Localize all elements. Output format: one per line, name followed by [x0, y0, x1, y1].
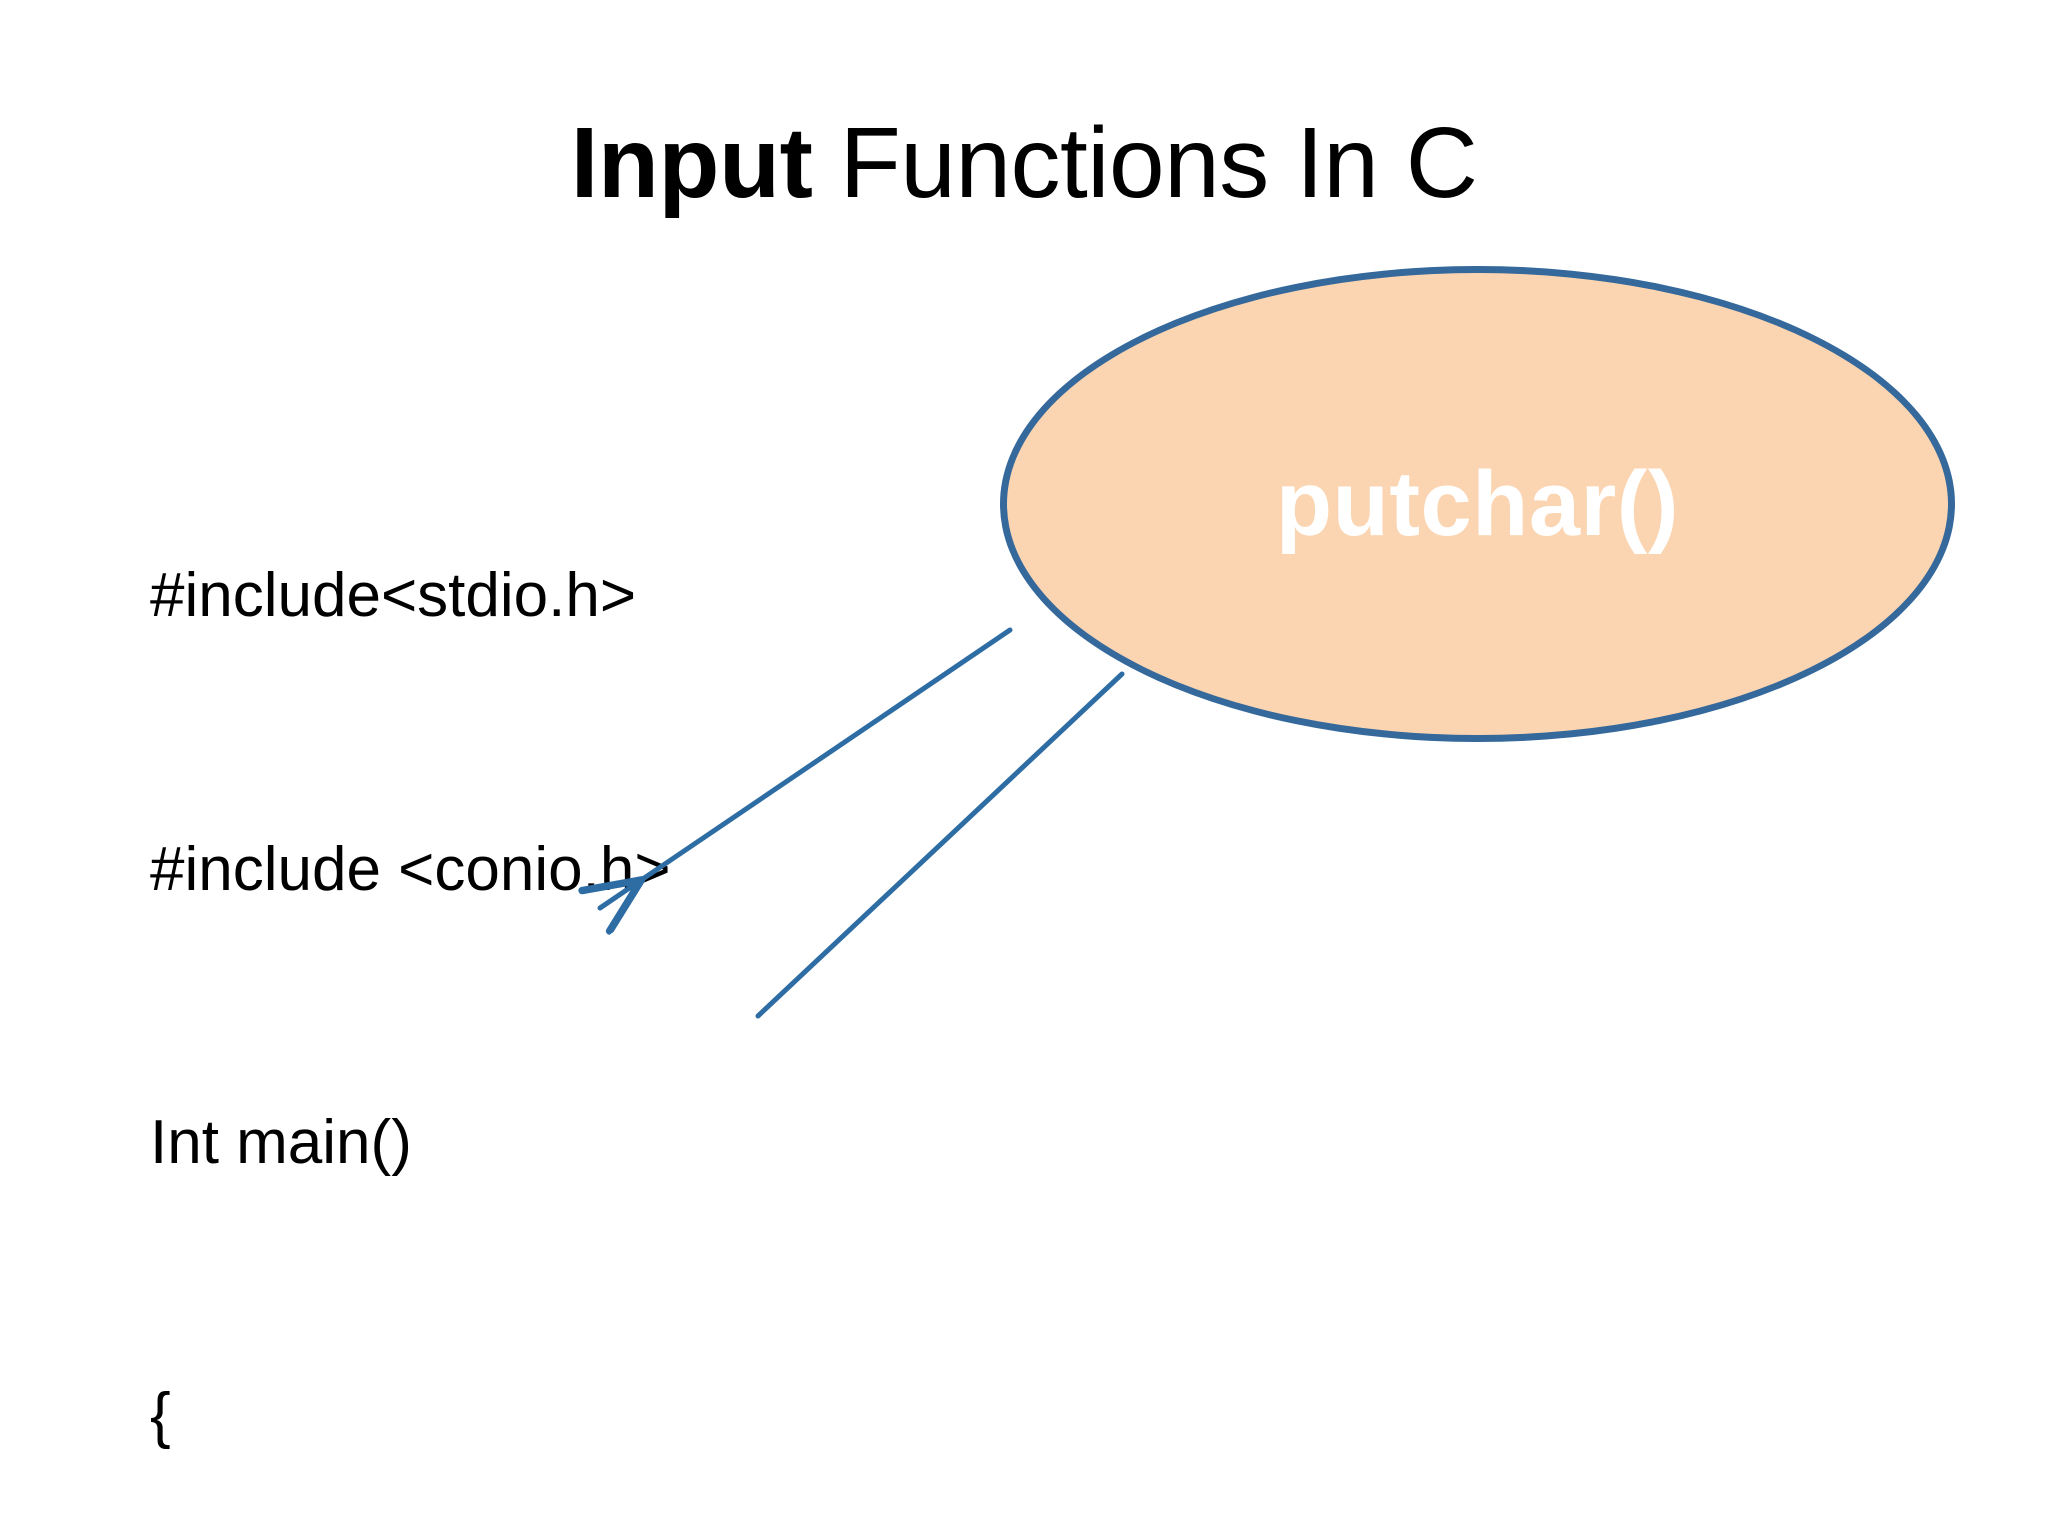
code-line: Int main() [150, 1107, 412, 1177]
page-title: Input Functions In C [0, 108, 2048, 218]
page-title-emphasis: Input [570, 107, 813, 219]
code-line: #include<stdio.h> [150, 561, 637, 631]
code-line: #include <conio.h> [150, 834, 671, 904]
code-line: { [150, 1381, 171, 1450]
code-listing: #include<stdio.h> #include <conio.h> Int… [150, 368, 910, 1536]
callout-ellipse-label: putchar() [1275, 453, 1680, 555]
callout-ellipse: putchar() [1000, 266, 1955, 742]
page-title-rest: Functions In C [812, 107, 1478, 219]
